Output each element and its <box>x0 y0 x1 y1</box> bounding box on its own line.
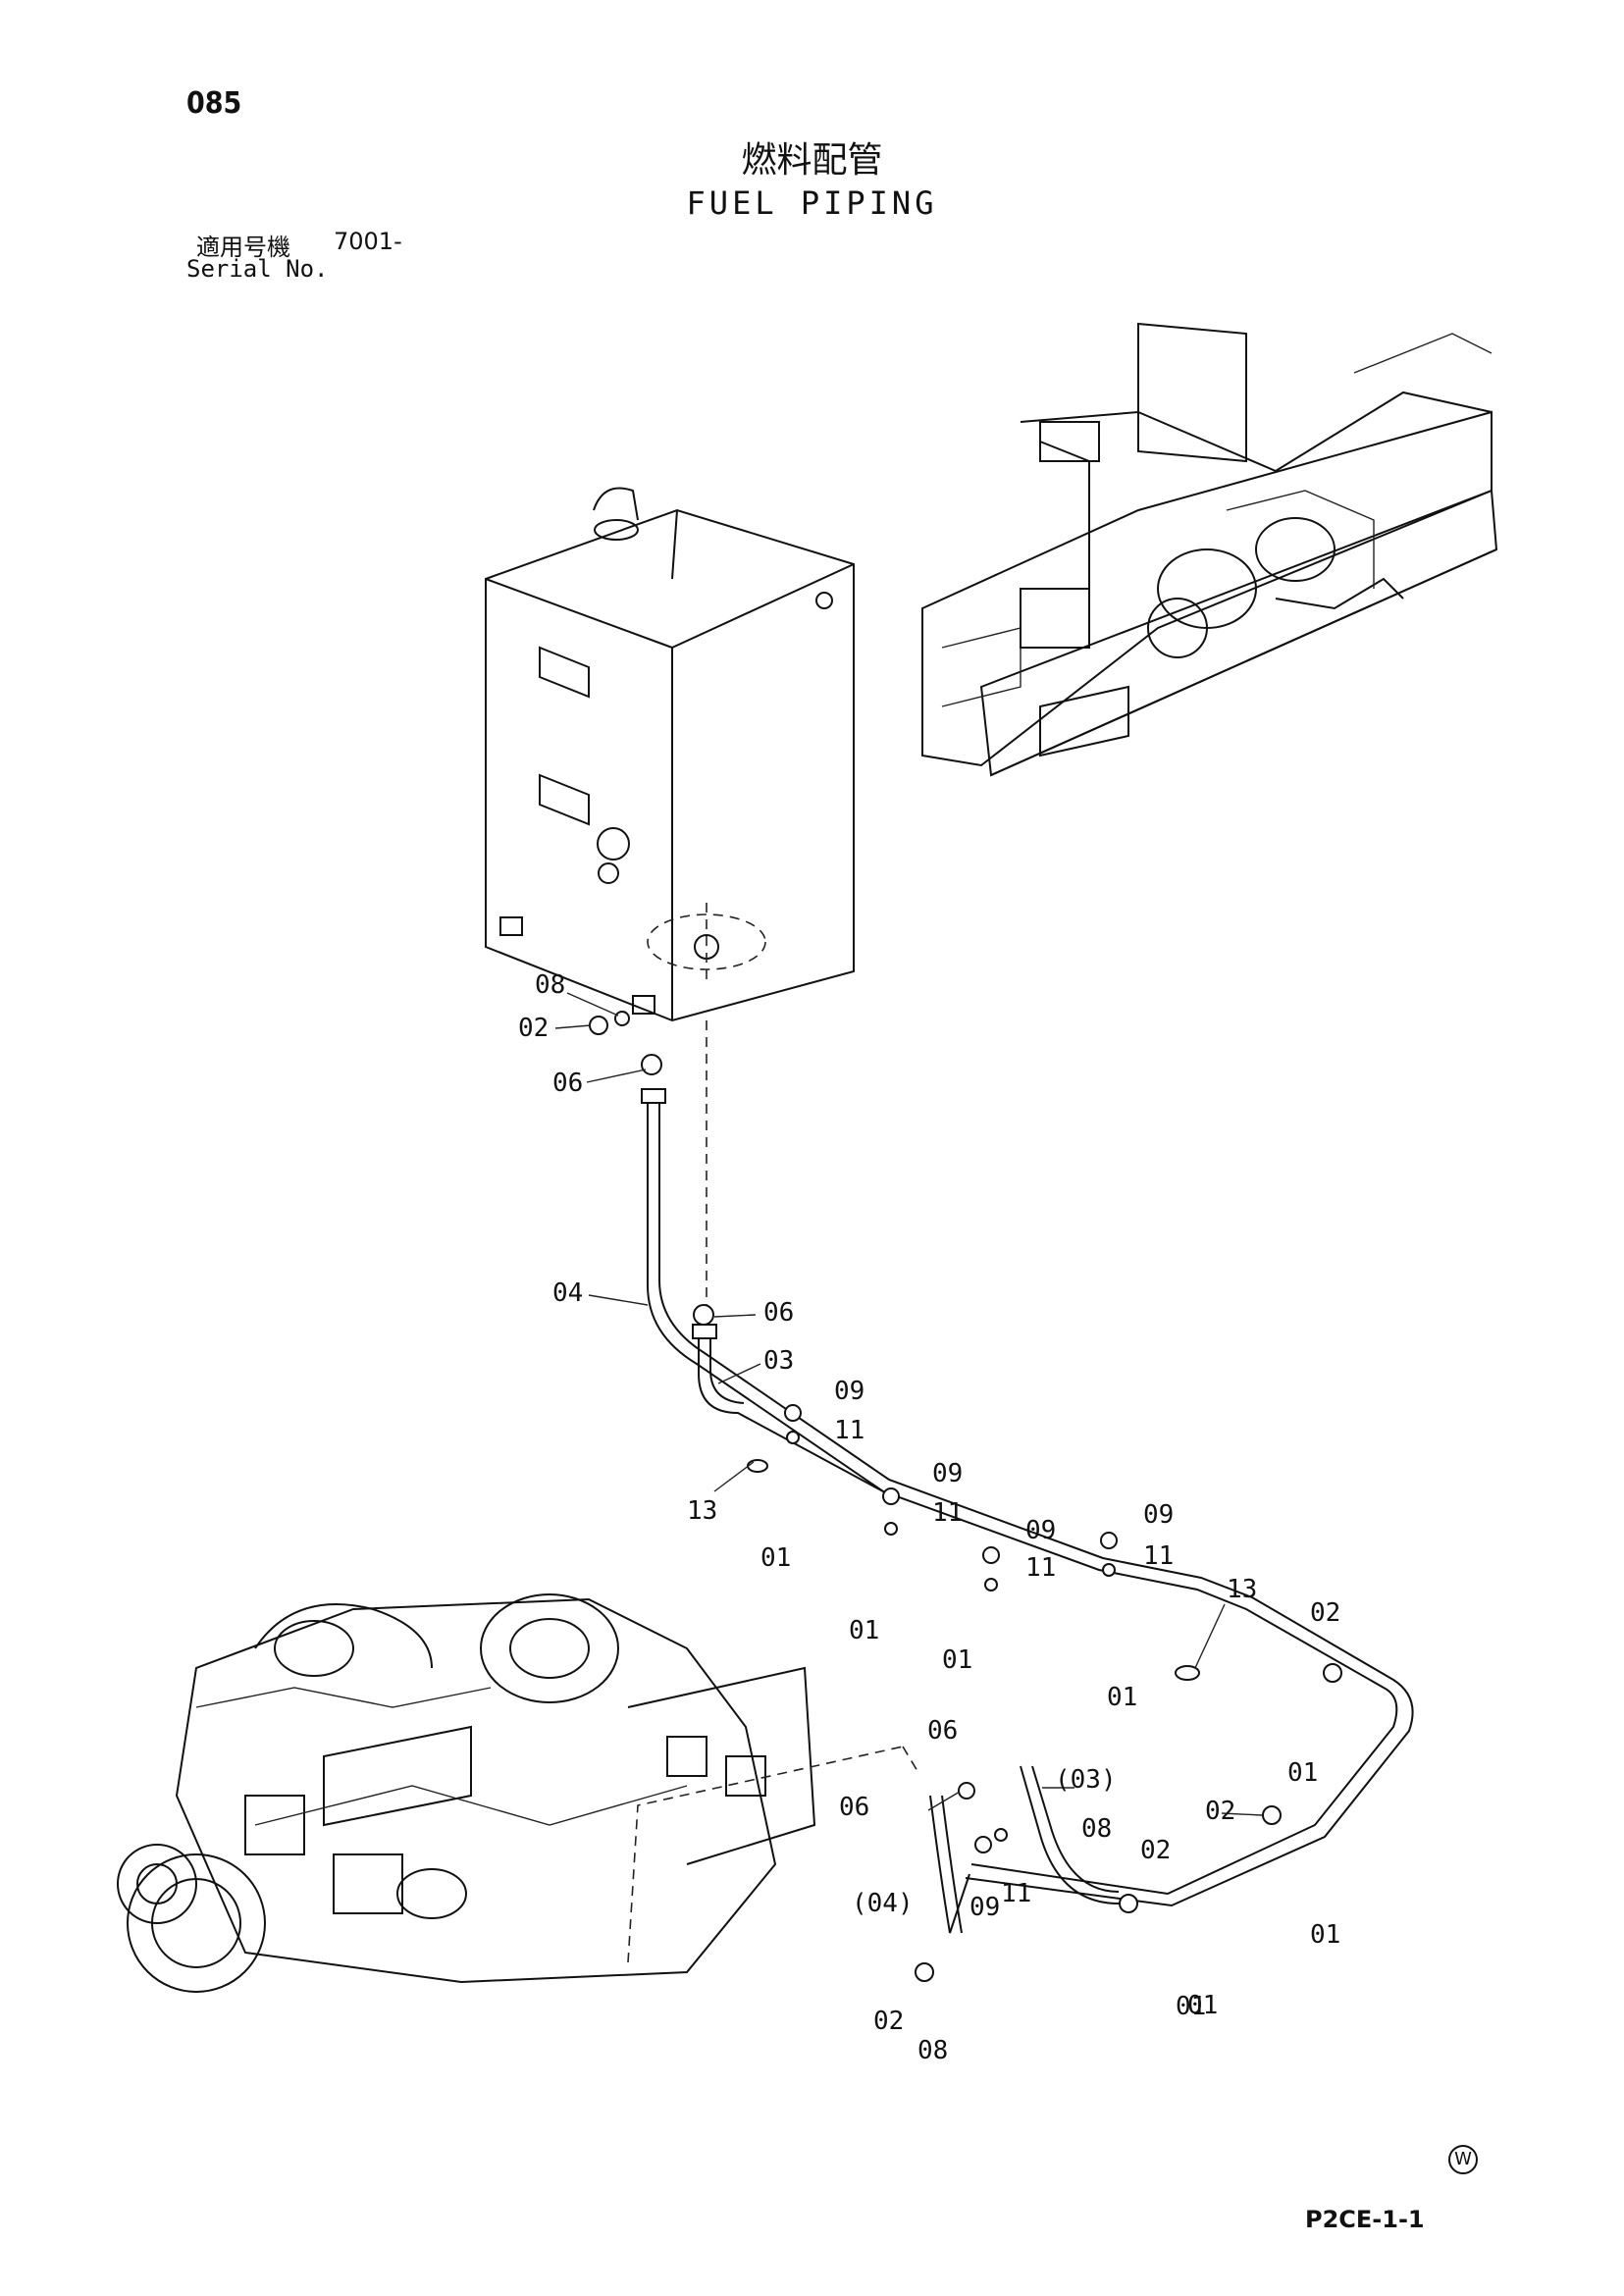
callout-7: 11 <box>834 1416 864 1445</box>
reference-lines <box>706 903 918 1772</box>
callout-19: 13 <box>1227 1575 1257 1604</box>
washer-11-c <box>984 1578 998 1592</box>
callout-1: 02 <box>518 1014 549 1043</box>
bolt-02-bottom <box>915 1962 934 1982</box>
callout-33: 02 <box>873 2007 904 2036</box>
bolt-02-top <box>589 1016 608 1035</box>
callout-8: 13 <box>687 1496 717 1526</box>
callout-leaders <box>554 992 1263 1816</box>
callout-32: 01 <box>1187 1991 1218 2020</box>
engine-assembly-drawing <box>117 1593 904 1993</box>
bolt-09-d <box>1100 1532 1118 1549</box>
callout-25: 08 <box>1081 1814 1112 1844</box>
washer-11-a <box>786 1431 800 1444</box>
callout-30: 11 <box>1001 1879 1031 1908</box>
callout-10: 09 <box>932 1459 963 1488</box>
serial-label-japanese: 適用号機 <box>196 234 290 261</box>
callout-4: 06 <box>763 1298 794 1328</box>
callout-35: 01 <box>1176 1992 1206 2021</box>
callout-24: (03) <box>1055 1765 1117 1795</box>
callout-21: 01 <box>1287 1758 1318 1788</box>
callout-28: (04) <box>852 1889 914 1918</box>
callout-13: 09 <box>1025 1516 1056 1545</box>
fuel-lines <box>641 1088 1414 1934</box>
callout-11: 11 <box>932 1498 963 1528</box>
frame-assembly-drawing <box>921 322 1498 777</box>
title-english: FUEL PIPING <box>686 184 938 222</box>
title-japanese: 燃料配管 <box>741 140 883 181</box>
callout-29: 09 <box>969 1893 1000 1922</box>
fitting-06-top <box>641 1054 662 1075</box>
bolt-09-a <box>784 1404 802 1422</box>
washer-11-d <box>1102 1563 1116 1577</box>
callout-16: 09 <box>1143 1500 1174 1530</box>
callout-23: 06 <box>839 1793 869 1822</box>
callout-18: 01 <box>1107 1683 1137 1712</box>
corner-mark: W <box>1448 2145 1478 2174</box>
washer-11-b <box>884 1522 898 1536</box>
callout-22: 06 <box>927 1716 958 1746</box>
callout-2: 06 <box>552 1069 583 1098</box>
callout-26: 02 <box>1140 1836 1171 1865</box>
drawing-code: P2CE-1-1 <box>1305 2206 1425 2233</box>
callout-14: 11 <box>1025 1553 1056 1583</box>
bolt-09-lower <box>974 1836 992 1853</box>
callout-labels: 0802060406030911130109110109110109110113… <box>518 970 1340 2065</box>
callout-20: 02 <box>1310 1598 1340 1628</box>
callout-12: 01 <box>849 1616 879 1645</box>
callout-6: 09 <box>834 1377 864 1406</box>
callout-9: 01 <box>760 1543 791 1573</box>
hardware <box>589 1011 1342 1982</box>
callout-15: 01 <box>942 1645 972 1675</box>
bolt-09-b <box>882 1487 900 1505</box>
bolt-02-mid <box>1262 1805 1282 1825</box>
page-number: 085 <box>186 86 242 121</box>
callout-17: 11 <box>1143 1541 1174 1571</box>
washer-08-top <box>614 1011 630 1026</box>
callout-34: 08 <box>917 2036 948 2065</box>
fuel-tank <box>485 487 855 1022</box>
fitting-06-mid <box>693 1304 714 1326</box>
callout-31: 01 <box>1310 1920 1340 1950</box>
bolt-02-right <box>1323 1663 1342 1683</box>
callout-5: 03 <box>763 1346 794 1376</box>
callout-0: 08 <box>535 970 565 1000</box>
fitting-06-lower <box>958 1782 975 1800</box>
callout-3: 04 <box>552 1278 583 1308</box>
serial-label-english: Serial No. <box>186 255 329 283</box>
serial-number-value: 7001- <box>334 228 402 255</box>
bolt-09-c <box>982 1546 1000 1564</box>
washer-11-lower <box>994 1828 1008 1842</box>
callout-27: 02 <box>1205 1797 1235 1826</box>
bolt-02-low <box>1119 1894 1138 1913</box>
